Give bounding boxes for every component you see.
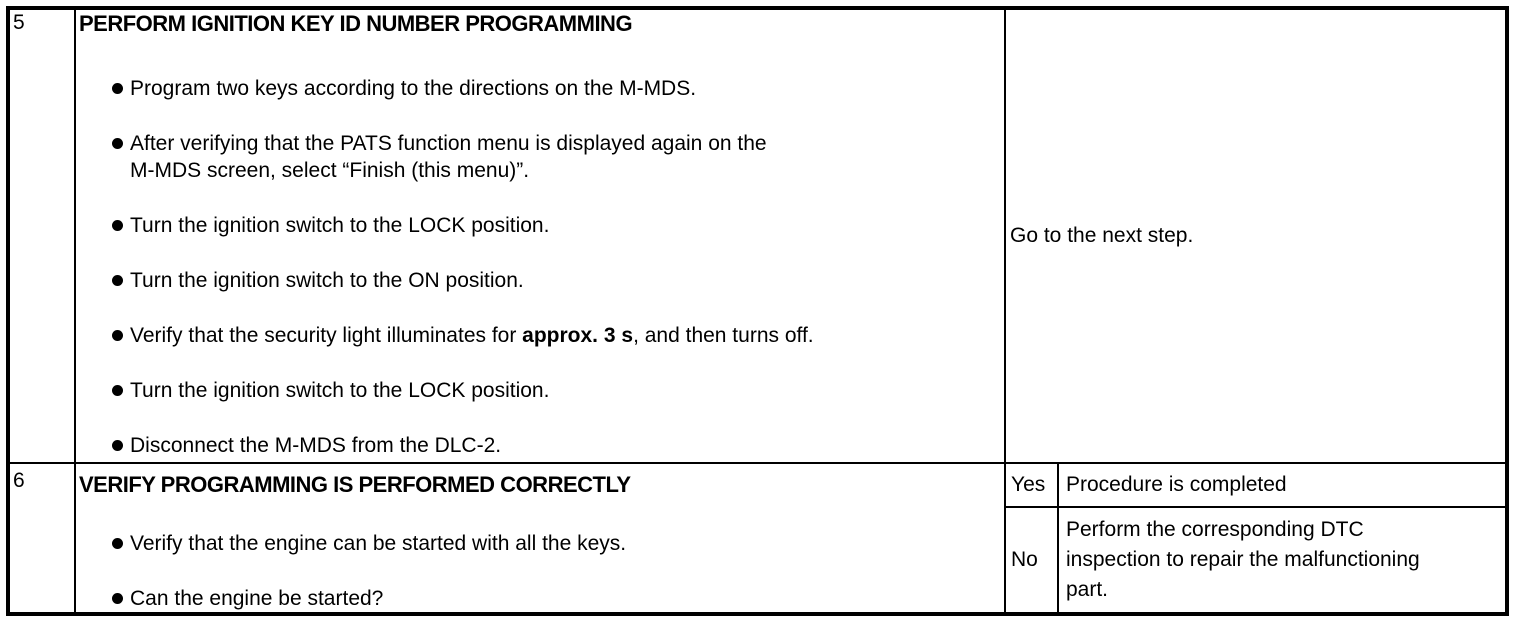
decision-no-action-text: inspection to repair the malfunctioning bbox=[1066, 548, 1420, 571]
step-6-bullet-list: Verify that the engine can be started wi… bbox=[76, 530, 1004, 612]
step-5-action-text: Go to the next step. bbox=[1010, 224, 1194, 247]
bullet-item: Turn the ignition switch to the ON posit… bbox=[76, 267, 1004, 294]
step-6-number-cell: 6 bbox=[10, 462, 74, 612]
step-6-action-cell: Yes Procedure is completed No Perform th… bbox=[1004, 462, 1505, 612]
step-5-title: PERFORM IGNITION KEY ID NUMBER PROGRAMMI… bbox=[79, 11, 633, 36]
bullet-text: Turn the ignition switch to the LOCK pos… bbox=[130, 214, 550, 237]
bullet-text: Turn the ignition switch to the LOCK pos… bbox=[130, 379, 550, 402]
decision-no-action-text: part. bbox=[1066, 578, 1109, 601]
step-5-number-cell: 5 bbox=[10, 10, 74, 462]
step-5-number: 5 bbox=[13, 11, 25, 34]
bullet-text: Can the engine be started? bbox=[130, 587, 384, 610]
decision-yes-answer-cell: Yes bbox=[1006, 464, 1059, 506]
bullet-item: Turn the ignition switch to the LOCK pos… bbox=[76, 212, 1004, 239]
step-5-action-cell: Go to the next step. bbox=[1004, 10, 1505, 462]
bullet-icon bbox=[112, 440, 123, 451]
bullet-item: Program two keys according to the direct… bbox=[76, 75, 1004, 102]
decision-row-yes: Yes Procedure is completed bbox=[1006, 464, 1505, 508]
bullet-item: Verify that the security light illuminat… bbox=[76, 322, 1004, 349]
decision-yes-action-cell: Procedure is completed bbox=[1059, 464, 1505, 506]
decision-yes-label: Yes bbox=[1011, 473, 1046, 496]
bullet-text: Turn the ignition switch to the ON posit… bbox=[130, 269, 524, 292]
bullet-icon bbox=[112, 385, 123, 396]
bullet-icon bbox=[112, 220, 123, 231]
decision-row-no: No Perform the corresponding DTC inspect… bbox=[1006, 508, 1505, 612]
bullet-item: After verifying that the PATS function m… bbox=[76, 130, 1004, 184]
decision-no-answer-cell: No bbox=[1006, 508, 1059, 612]
bullet-icon bbox=[112, 83, 123, 94]
bullet-text: Verify that the security light illuminat… bbox=[130, 324, 523, 347]
bullet-text: Disconnect the M-MDS from the DLC-2. bbox=[130, 434, 502, 457]
bullet-text: Verify that the engine can be started wi… bbox=[130, 532, 627, 555]
step-6-title: VERIFY PROGRAMMING IS PERFORMED CORRECTL… bbox=[79, 472, 631, 497]
bullet-text-bold: approx. 3 s bbox=[522, 324, 634, 347]
bullet-item: Turn the ignition switch to the LOCK pos… bbox=[76, 377, 1004, 404]
bullet-item: Disconnect the M-MDS from the DLC-2. bbox=[76, 432, 1004, 459]
bullet-text: M-MDS screen, select “Finish (this menu)… bbox=[130, 159, 530, 182]
bullet-icon bbox=[112, 593, 123, 604]
troubleshooting-table: 5 PERFORM IGNITION KEY ID NUMBER PROGRAM… bbox=[6, 6, 1509, 616]
bullet-icon bbox=[112, 330, 123, 341]
decision-no-label: No bbox=[1011, 548, 1038, 571]
step-6-description-cell: VERIFY PROGRAMMING IS PERFORMED CORRECTL… bbox=[74, 462, 1004, 612]
step-5-description-cell: PERFORM IGNITION KEY ID NUMBER PROGRAMMI… bbox=[74, 10, 1004, 462]
decision-no-action-cell: Perform the corresponding DTC inspection… bbox=[1059, 508, 1505, 612]
bullet-item: Verify that the engine can be started wi… bbox=[76, 530, 1004, 557]
step-6-number: 6 bbox=[13, 469, 25, 492]
bullet-icon bbox=[112, 275, 123, 286]
bullet-text: After verifying that the PATS function m… bbox=[130, 132, 767, 155]
decision-yes-action-text: Procedure is completed bbox=[1066, 473, 1287, 496]
bullet-icon bbox=[112, 138, 123, 149]
decision-no-action-text: Perform the corresponding DTC bbox=[1066, 518, 1364, 541]
bullet-text: , and then turns off. bbox=[633, 324, 814, 347]
bullet-item: Can the engine be started? bbox=[76, 585, 1004, 612]
step-5-bullet-list: Program two keys according to the direct… bbox=[76, 75, 1004, 459]
bullet-text: Program two keys according to the direct… bbox=[130, 77, 697, 100]
bullet-icon bbox=[112, 538, 123, 549]
